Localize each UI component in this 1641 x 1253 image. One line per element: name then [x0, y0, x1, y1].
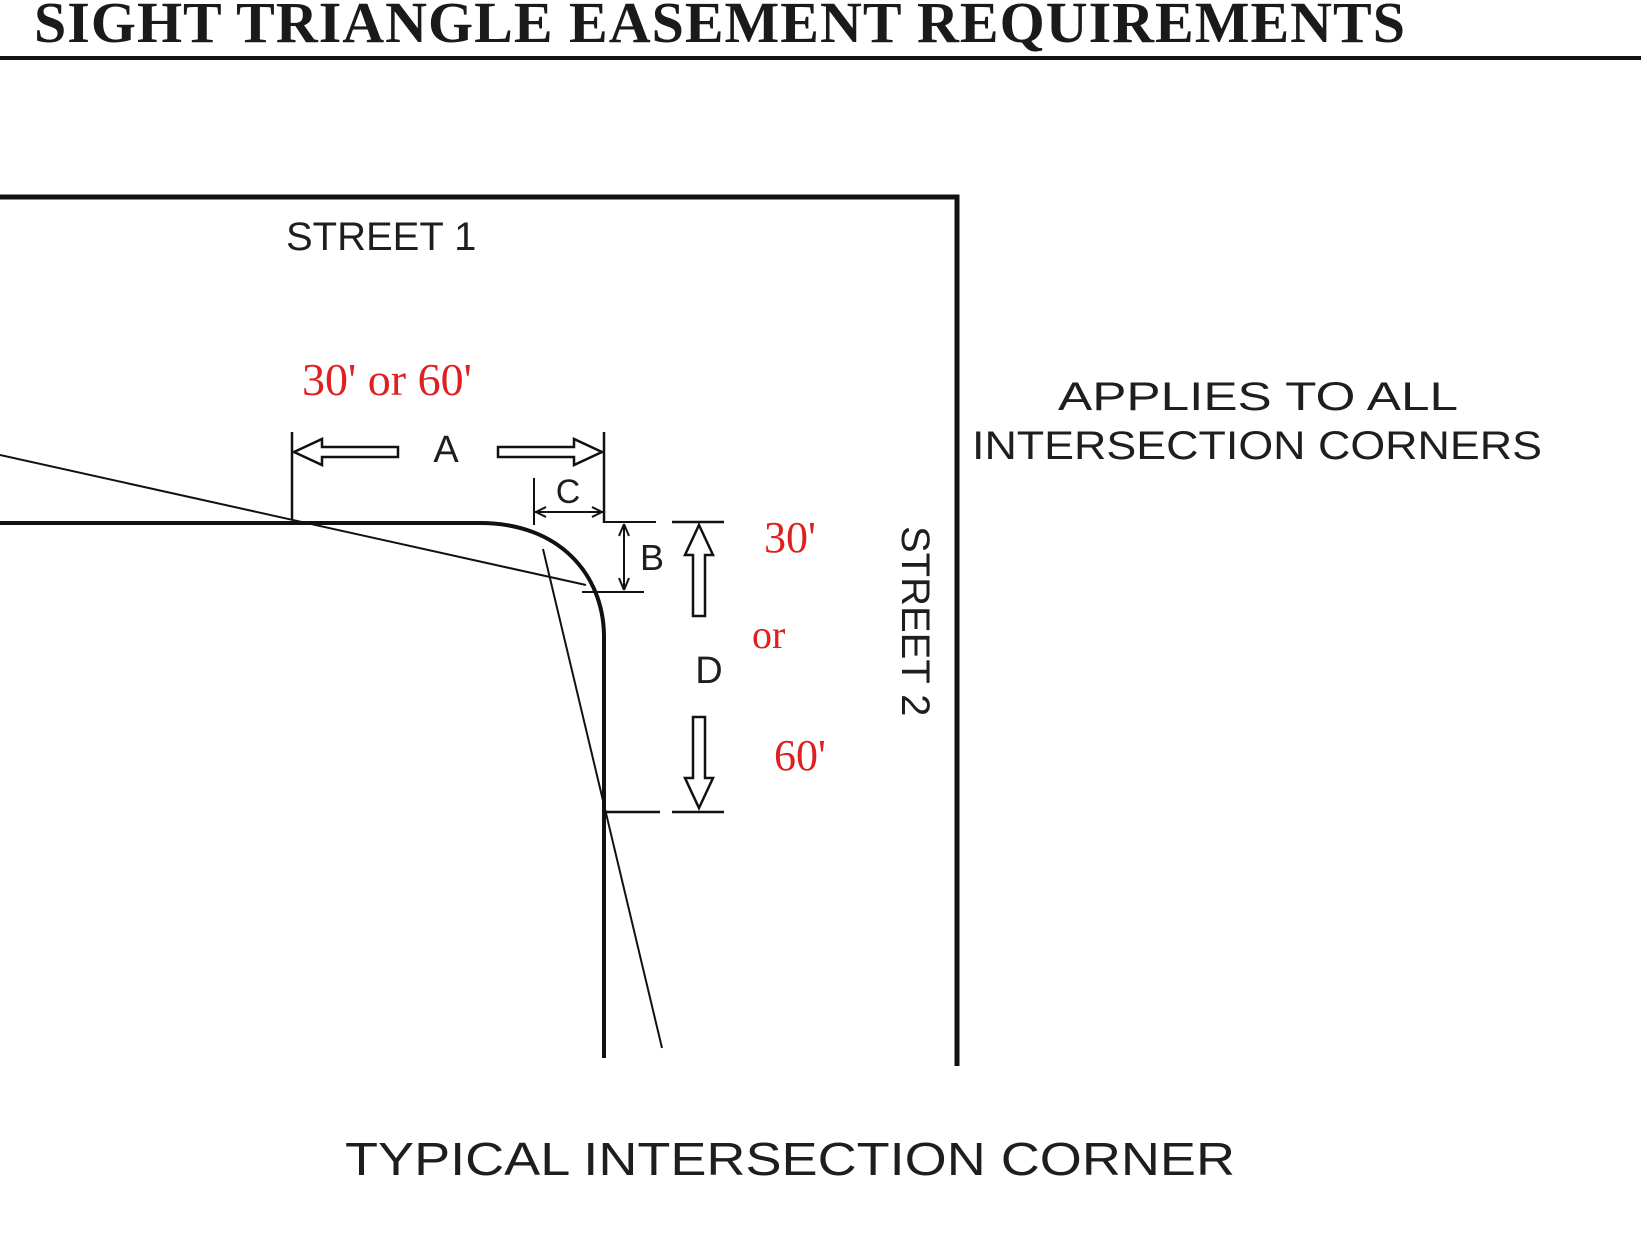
dimension-d-label: D [695, 650, 722, 692]
applies-line-1: APPLIES TO ALL [1058, 375, 1458, 419]
street-outline [0, 194, 960, 1066]
dimension-a-label: A [433, 429, 459, 471]
page-title: SIGHT TRIANGLE EASEMENT REQUIREMENTS [34, 0, 1406, 55]
sight-line-street2 [542, 548, 663, 1049]
street1-label: STREET 1 [286, 215, 476, 259]
caption: TYPICAL INTERSECTION CORNER [345, 1133, 1235, 1185]
d-bottom-note: 60' [774, 731, 826, 780]
applies-line-2: INTERSECTION CORNERS [972, 424, 1542, 468]
street2-label: STREET 2 [893, 526, 937, 716]
dimension-d [605, 520, 724, 814]
dimension-c-label: C [556, 473, 581, 511]
a-value-note: 30' or 60' [302, 354, 472, 405]
d-top-note: 30' [764, 513, 816, 562]
dimension-a [290, 432, 606, 523]
title-rule [0, 56, 1641, 60]
dimension-b [582, 521, 656, 593]
d-or-note: or [752, 612, 785, 657]
curb-line [0, 521, 606, 1058]
dimension-c [533, 478, 603, 525]
dimension-b-label: B [640, 537, 664, 578]
